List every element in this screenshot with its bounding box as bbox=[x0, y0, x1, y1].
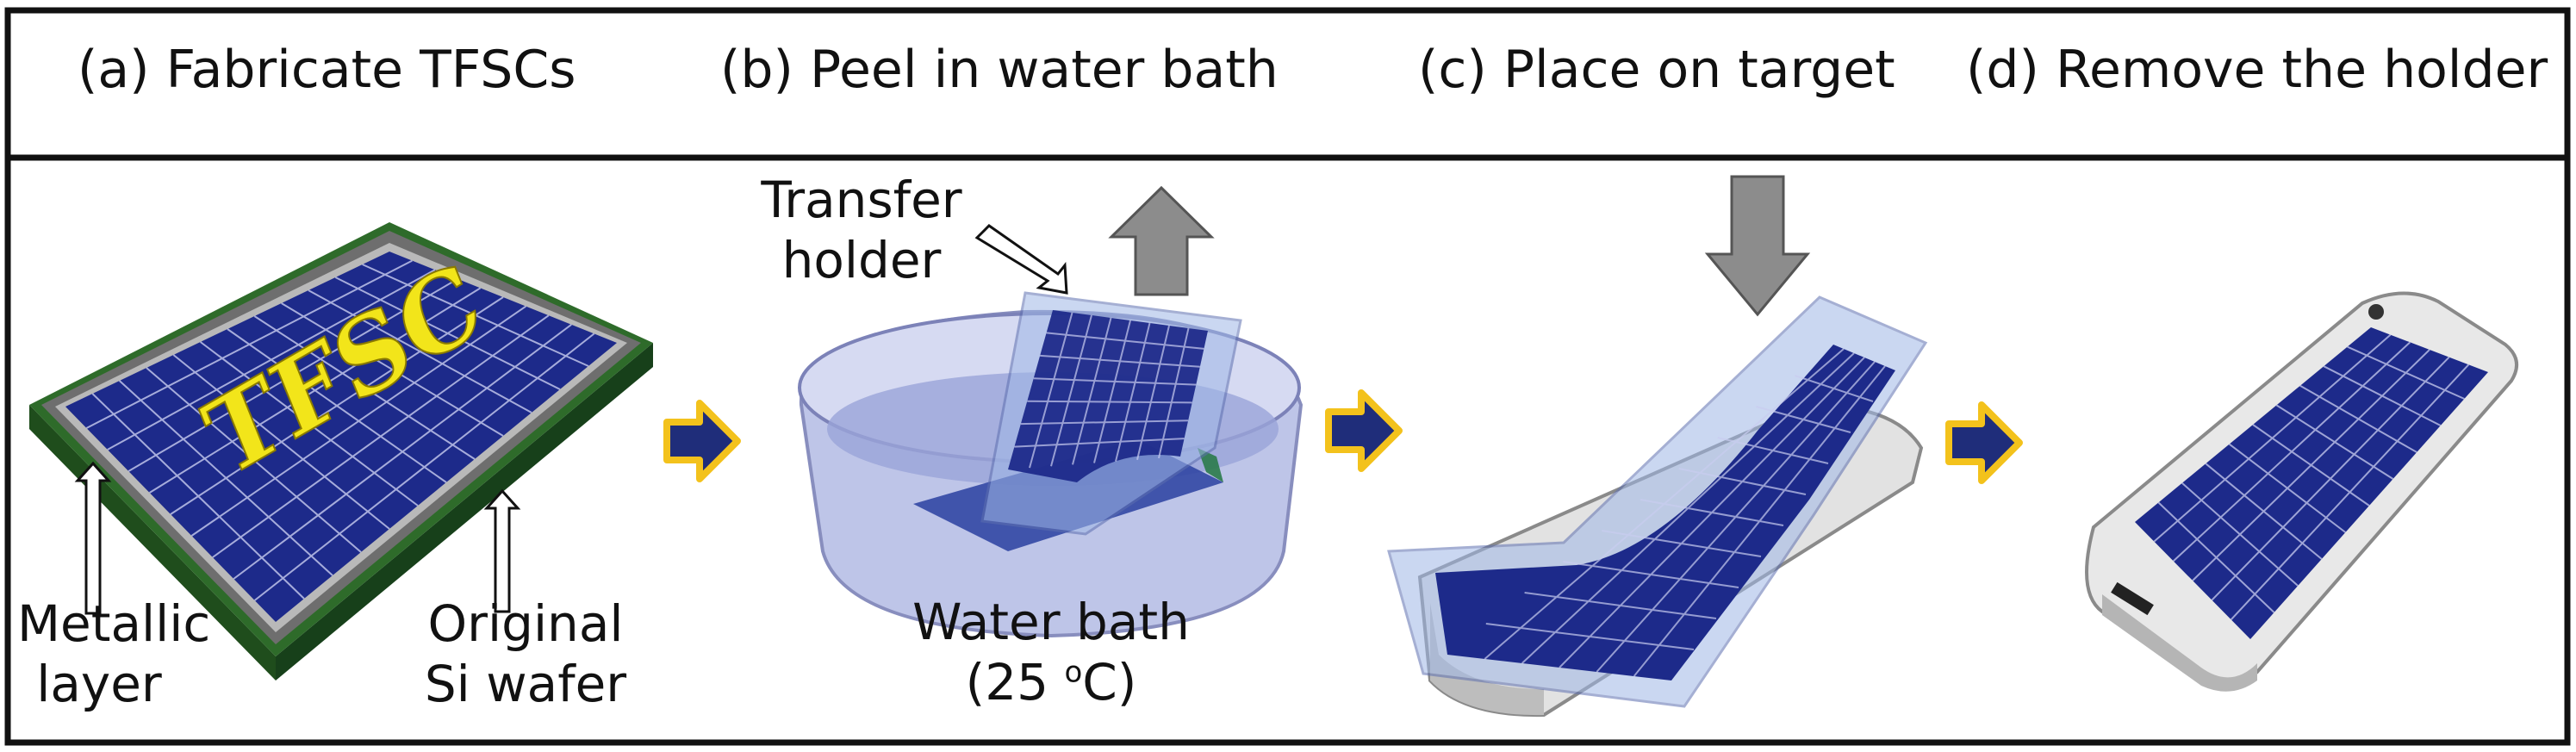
grid-line bbox=[2153, 333, 2392, 543]
panel-a-solar-cell: TFSC bbox=[29, 222, 653, 681]
temp-degree: o bbox=[1064, 655, 1083, 690]
holder-label-line2: holder bbox=[781, 230, 942, 289]
grid-line bbox=[1072, 317, 1112, 465]
step-arrows bbox=[663, 389, 2023, 484]
temp-prefix: (25 bbox=[965, 652, 1065, 712]
lift-arrow bbox=[1108, 185, 1215, 296]
holder-pointer-arrow bbox=[974, 224, 1068, 295]
phone-camera bbox=[2368, 304, 2384, 320]
phone-port-d bbox=[2111, 581, 2154, 616]
grid-line bbox=[253, 332, 595, 601]
wafer-label-line1: Original bbox=[427, 594, 624, 653]
panel-b-water-bath bbox=[798, 185, 1304, 638]
grid-line bbox=[1093, 320, 1131, 463]
temperature-label: (25 oC) bbox=[887, 653, 1215, 713]
step-arrow-3 bbox=[1945, 401, 2023, 484]
water-bath-label: Water bath (25 oC) bbox=[887, 593, 1215, 712]
wafer-side-right bbox=[276, 343, 653, 681]
grid-line bbox=[1050, 314, 1092, 467]
holder-label-line1: Transfer bbox=[761, 171, 962, 229]
temp-suffix: C) bbox=[1082, 652, 1137, 712]
step-arrow-1 bbox=[663, 400, 741, 482]
grid-line bbox=[1596, 361, 1876, 673]
grid-line bbox=[1136, 325, 1170, 460]
grid-line bbox=[1559, 357, 1865, 668]
grid-line bbox=[2192, 349, 2430, 581]
grid-line bbox=[1633, 365, 1886, 677]
panel-c-place-target bbox=[1387, 175, 1928, 718]
outer-border bbox=[4, 7, 2571, 746]
press-arrow bbox=[1704, 175, 1811, 317]
grid-line bbox=[1115, 322, 1151, 462]
grid-line bbox=[233, 324, 572, 580]
grid-line bbox=[212, 314, 550, 558]
grid-line bbox=[1158, 327, 1190, 459]
grid-line bbox=[1484, 348, 1845, 660]
grid-line bbox=[85, 259, 413, 429]
grid-line bbox=[1521, 352, 1855, 664]
step-c-header: (c) Place on target bbox=[1418, 40, 1895, 100]
grid-line bbox=[2211, 356, 2450, 601]
wafer-label-line2: Si wafer bbox=[424, 654, 627, 713]
metallic-label-line1: Metallic bbox=[17, 594, 211, 653]
metallic-label-line2: layer bbox=[36, 654, 162, 713]
step-a-header: (a) Fabricate TFSCs bbox=[78, 40, 576, 100]
grid-line bbox=[149, 287, 482, 494]
si-wafer-label: Original Si wafer bbox=[414, 594, 638, 714]
grid-line bbox=[190, 305, 526, 537]
cell-grid-c bbox=[1484, 348, 1886, 677]
step-arrow-2 bbox=[1325, 389, 1403, 472]
cell-grid-d bbox=[2153, 333, 2470, 621]
grid-line bbox=[107, 269, 436, 451]
grid-line bbox=[170, 296, 504, 515]
metallic-layer-label: Metallic layer bbox=[17, 594, 211, 714]
transfer-holder-label: Transfer holder bbox=[745, 171, 978, 290]
step-d-header: (d) Remove the holder bbox=[1966, 40, 2548, 100]
cell-grid-b bbox=[1014, 312, 1204, 469]
grid-line bbox=[128, 277, 458, 472]
grid-line bbox=[2172, 341, 2411, 562]
step-b-header: (b) Peel in water bath bbox=[720, 40, 1279, 100]
bath-label-line: Water bath bbox=[912, 593, 1190, 651]
grid-line bbox=[2230, 364, 2470, 621]
panel-d-finished-phone bbox=[2085, 291, 2519, 692]
cell-grid-a bbox=[85, 259, 595, 601]
grid-line bbox=[1029, 312, 1073, 469]
metallic-pointer-arrow bbox=[74, 461, 112, 615]
wafer-pointer-arrow bbox=[483, 488, 521, 613]
